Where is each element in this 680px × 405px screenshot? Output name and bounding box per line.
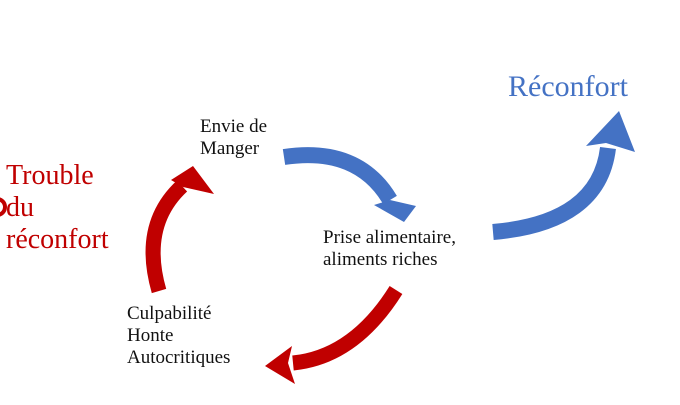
arrow-intake-to-reconfort [492,111,635,240]
diagram-title-line-2: du [6,192,34,223]
diagram-title-line-1: Trouble [6,160,94,191]
node-guilt-line-1: Culpabilité [127,303,212,324]
diagram-title: Trouble du réconfort [6,160,109,256]
diagram-title-line-3: réconfort [6,224,109,255]
arrow-intake-to-reconfort-body [492,146,616,240]
outcome-label: Réconfort [508,70,628,103]
node-intake: Prise alimentaire, aliments riches [323,227,456,271]
node-guilt-line-2: Honte [127,325,174,346]
node-craving-line-2: Manger [200,138,260,159]
node-guilt-line-3: Autocritiques [127,347,231,368]
node-craving-line-1: Envie de [200,116,268,137]
arrow-intake-to-guilt [265,285,403,384]
arrow-guilt-to-craving-body [145,180,188,294]
arrow-craving-to-intake-body [282,147,397,205]
arrow-intake-to-guilt-head [265,346,295,384]
edge-circle-marker [0,197,7,217]
arrow-guilt-to-craving [145,166,214,294]
arrow-intake-to-guilt-body [292,285,403,371]
node-craving: Envie de Manger [200,116,267,160]
node-guilt: Culpabilité Honte Autocritiques [127,303,230,369]
arrow-guilt-to-craving-head [171,166,214,194]
arrow-craving-to-intake [282,147,416,222]
arrow-craving-to-intake-head [374,200,416,222]
node-intake-line-1: Prise alimentaire, [323,227,456,248]
node-intake-line-2: aliments riches [323,249,438,270]
arrow-intake-to-reconfort-head [586,111,635,152]
